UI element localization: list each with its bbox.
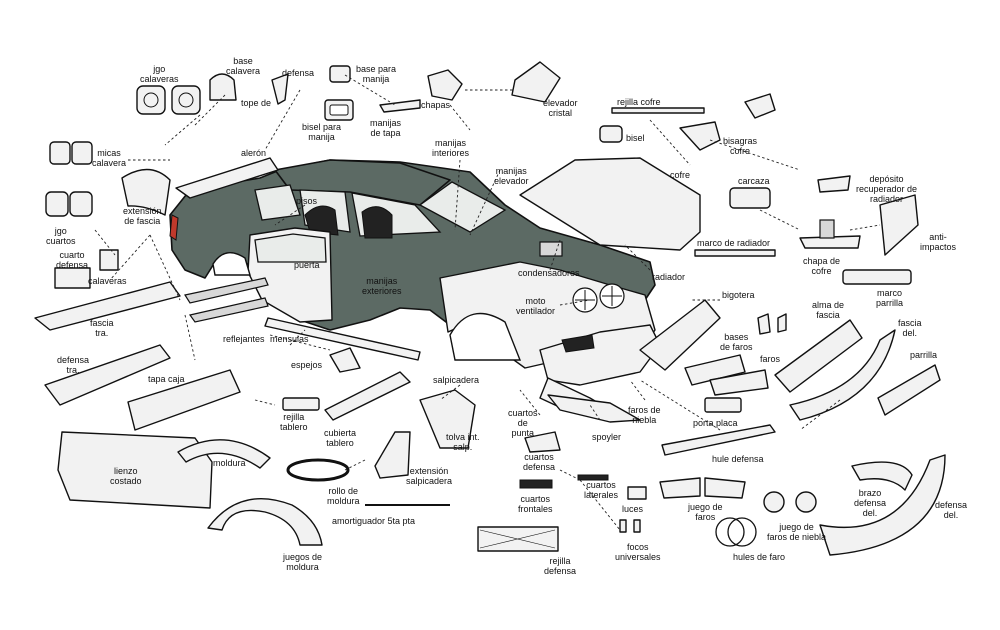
- label-cofre: cofre: [670, 170, 691, 180]
- label-brazo-defensa: brazo defensa del.: [854, 488, 887, 518]
- label-manijas-interiores: manijas interiores: [432, 138, 470, 158]
- label-faros-niebla: faros de niebla: [628, 405, 661, 425]
- label-bisel: bisel: [626, 133, 645, 143]
- label-manijas-elevador: manijas elevador: [494, 166, 529, 186]
- label-defensa-tra: defensa tra.: [57, 355, 90, 375]
- label-rejilla-tablero: rejilla tablero: [280, 412, 308, 432]
- label-fascia-tra: fascia tra.: [90, 318, 114, 338]
- label-bigotera: bigotera: [722, 290, 755, 300]
- hood-shape: [519, 157, 701, 251]
- label-chapas: chapas: [421, 100, 451, 110]
- label-hules-faro: hules de faro: [733, 552, 786, 562]
- label-aleron: alerón: [241, 148, 267, 158]
- label-juego-faros: juego de faros: [688, 502, 723, 522]
- label-anti-impactos: anti- impactos: [920, 232, 957, 252]
- label-bases-faros: bases de faros: [720, 332, 753, 352]
- label-rejilla-defensa: rejilla defensa: [544, 556, 577, 576]
- label-salpicadera: salpicadera: [433, 375, 480, 385]
- label-cuarto-defensa: cuarto defensa: [56, 250, 89, 270]
- label-deposito: depósito recuperador de radiador: [856, 174, 918, 204]
- label-tolva: tolva int. salp.: [446, 432, 480, 452]
- label-moldura: moldura: [213, 458, 246, 468]
- parts: [34, 61, 946, 556]
- label-luces: luces: [622, 504, 644, 514]
- label-bisel-para-manija: bisel para manija: [302, 122, 342, 142]
- label-faros: faros: [760, 354, 781, 364]
- label-espejos: espejos: [291, 360, 323, 370]
- car-body: [169, 159, 661, 413]
- label-base-para-manija: base para manija: [356, 64, 397, 84]
- label-juego-cuartos: jgo cuartos: [46, 226, 76, 246]
- label-micas-calavera: micas calavera: [92, 148, 127, 168]
- label-lienzo-costado: lienzo costado: [110, 466, 142, 486]
- label-rollo-moldura: rollo de moldura: [327, 486, 360, 506]
- leader-lines: [94, 74, 881, 531]
- label-tope-de: tope de: [241, 98, 272, 108]
- label-tapa-caja: tapa caja: [148, 374, 185, 384]
- label-chapa-cofre: chapa de cofre: [803, 256, 841, 276]
- label-fascia-del: fascia del.: [898, 318, 922, 338]
- label-cubierta-tablero: cubierta tablero: [324, 428, 357, 448]
- label-cuartos-punta: cuartos de punta: [508, 408, 538, 438]
- label-puerta: puerta: [294, 260, 320, 270]
- label-condensadores: condensadores: [518, 268, 580, 278]
- label-extension-salpicadera: extensión salpicadera: [406, 466, 453, 486]
- label-amortiguador: amortiguador 5ta pta: [332, 516, 416, 526]
- label-focos-universales: focos universales: [615, 542, 661, 562]
- label-juegos-moldura: juegos de moldura: [283, 552, 323, 572]
- label-bisagras-cofre: bisagras cofre: [723, 136, 758, 156]
- label-carcaza: carcaza: [738, 176, 770, 186]
- label-cuartos-frontales: cuartos frontales: [518, 494, 553, 514]
- label-mensulas: mensulas: [270, 334, 309, 344]
- label-base-calavera: base calavera: [226, 56, 261, 76]
- label-hule-defensa: hule defensa: [712, 454, 764, 464]
- label-alma-fascia: alma de fascia: [812, 300, 845, 320]
- label-rejilla-cofre: rejilla cofre: [617, 97, 661, 107]
- label-pisos: pisos: [296, 196, 318, 206]
- label-manijas-exteriores: manijas exteriores: [362, 276, 402, 296]
- label-reflejantes: reflejantes: [223, 334, 265, 344]
- label-cuartos-laterales: cuartos laterales: [584, 480, 619, 500]
- label-porta-placa: porta placa: [693, 418, 738, 428]
- label-elevador-cristal: elevador cristal: [543, 98, 578, 118]
- label-extension-fascia: extensión de fascia: [123, 206, 162, 226]
- label-marco-parrilla: marco parrilla: [876, 288, 904, 308]
- label-cuartos-defensa: cuartos defensa: [523, 452, 556, 472]
- label-moto-ventilador: moto ventilador: [516, 296, 556, 316]
- label-juego-calaveras: jgo calaveras: [140, 64, 179, 84]
- label-parrilla: parrilla: [910, 350, 938, 360]
- label-calaveras: calaveras: [88, 276, 127, 286]
- label-spoyler: spoyler: [592, 432, 622, 442]
- label-defensa-del: defensa del.: [935, 500, 968, 520]
- label-radiador: radiador: [652, 272, 686, 282]
- label-manijas-de-tapa: manijas de tapa: [370, 118, 402, 138]
- label-marco-radiador: marco de radiador: [697, 238, 771, 248]
- label-defensa-top: defensa: [282, 68, 315, 78]
- label-juego-faros-niebla: juego de faros de niebla: [767, 522, 827, 542]
